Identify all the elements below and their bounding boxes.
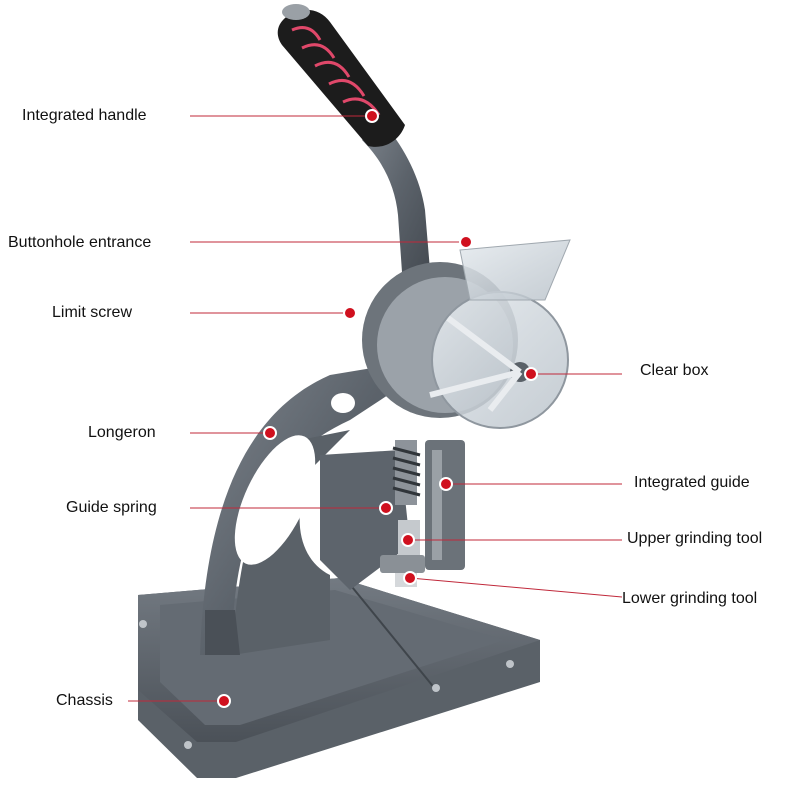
label-guide-spring: Guide spring: [66, 499, 157, 516]
callout-dot-chassis: [217, 694, 231, 708]
guide-spring-shape: [392, 440, 421, 505]
chassis-shape: [138, 578, 540, 778]
clear-box-shape: [362, 239, 571, 429]
longeron-shape: [200, 365, 410, 655]
label-longeron: Longeron: [88, 424, 156, 441]
callout-dot-guide-spring: [379, 501, 393, 515]
callout-dot-lower-grinding-tool: [403, 571, 417, 585]
label-lower-grinding-tool: Lower grinding tool: [622, 590, 758, 607]
callout-dot-upper-grinding-tool: [401, 533, 415, 547]
label-integrated-guide: Integrated guide: [634, 474, 750, 491]
label-clear-box: Clear box: [640, 362, 709, 379]
callout-dot-integrated-guide: [439, 477, 453, 491]
callout-dot-buttonhole-entrance: [459, 235, 473, 249]
label-upper-grinding-tool: Upper grinding tool: [627, 530, 763, 547]
label-limit-screw: Limit screw: [52, 304, 133, 321]
callout-dot-integrated-handle: [365, 109, 379, 123]
callout-line-lower-grinding-tool: [409, 577, 623, 598]
label-integrated-handle: Integrated handle: [22, 107, 147, 124]
label-chassis: Chassis: [56, 692, 113, 709]
handle-shape: [277, 4, 430, 272]
label-buttonhole-entrance: Buttonhole entrance: [8, 234, 152, 251]
integrated-guide-shape: [425, 440, 465, 570]
callout-dot-clear-box: [524, 367, 538, 381]
callout-dot-limit-screw: [343, 306, 357, 320]
callout-lines: [128, 115, 623, 702]
callout-dot-longeron: [263, 426, 277, 440]
callout-dots: [217, 109, 538, 708]
